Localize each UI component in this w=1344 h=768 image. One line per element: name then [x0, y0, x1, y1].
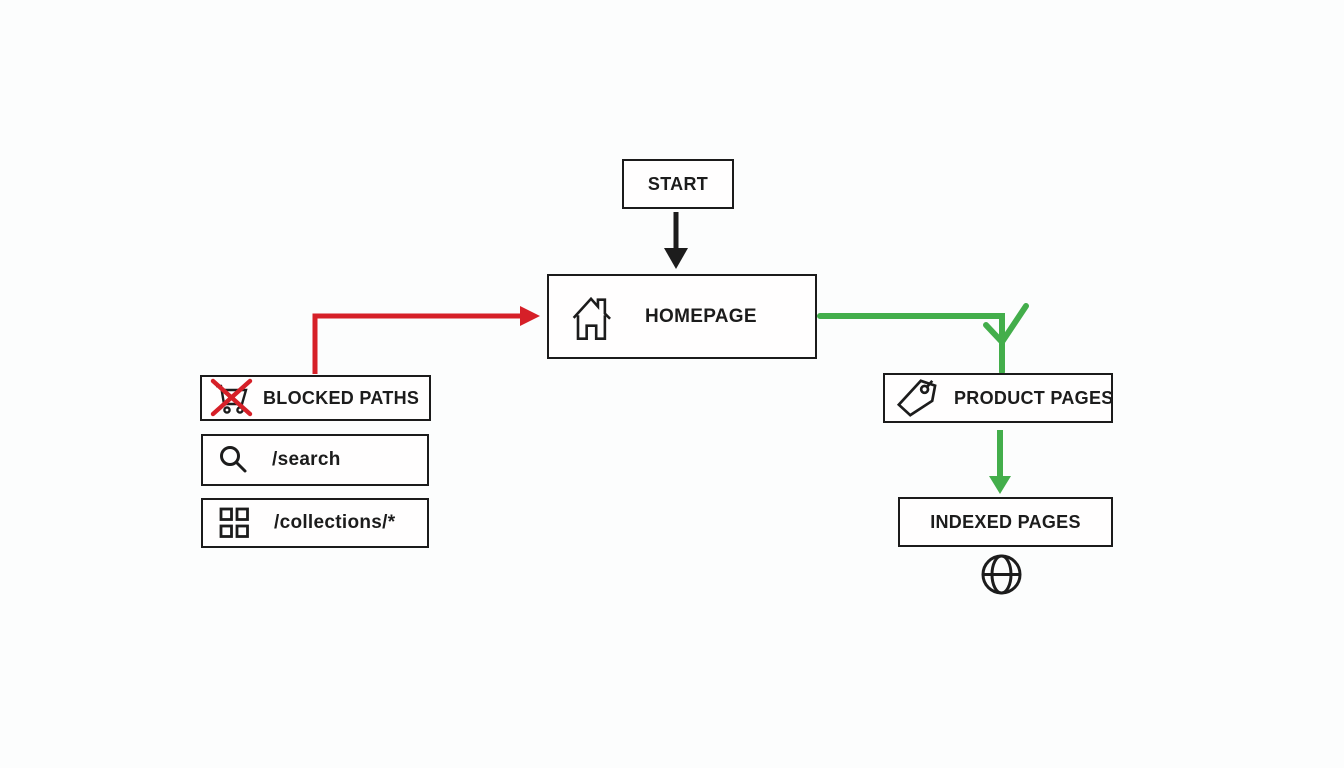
tag-icon	[895, 377, 937, 419]
node-start: START	[622, 159, 734, 209]
edge-homepage-product	[817, 303, 1029, 375]
arrowhead-right-icon	[520, 306, 540, 326]
arrowhead-down-icon	[989, 476, 1011, 494]
node-indexed-pages: INDEXED PAGES	[898, 497, 1113, 547]
edge-start-homepage	[664, 212, 688, 269]
arrowhead-down-icon	[664, 248, 688, 269]
edge-blocked-homepage	[312, 306, 540, 374]
node-search-path: /search	[201, 434, 429, 486]
magnifier-icon	[218, 445, 248, 475]
node-blocked-paths: BLOCKED PATHS	[200, 375, 431, 421]
home-icon	[567, 291, 615, 343]
globe-icon	[980, 553, 1023, 596]
product-pages-label: PRODUCT PAGES	[954, 387, 1114, 408]
cart-blocked-icon	[210, 378, 254, 418]
search-path-label: /search	[272, 449, 341, 470]
node-homepage: HOMEPAGE	[547, 274, 817, 359]
blocked-paths-label: BLOCKED PATHS	[263, 387, 420, 408]
collections-path-label: /collections/*	[274, 512, 396, 533]
node-collections-path: /collections/*	[201, 498, 429, 548]
edge-product-indexed	[989, 430, 1011, 494]
homepage-label: HOMEPAGE	[645, 305, 757, 327]
start-label: START	[647, 173, 709, 194]
node-product-pages: PRODUCT PAGES	[883, 373, 1113, 423]
grid-icon	[219, 507, 250, 539]
indexed-pages-label: INDEXED PAGES	[930, 511, 1081, 532]
